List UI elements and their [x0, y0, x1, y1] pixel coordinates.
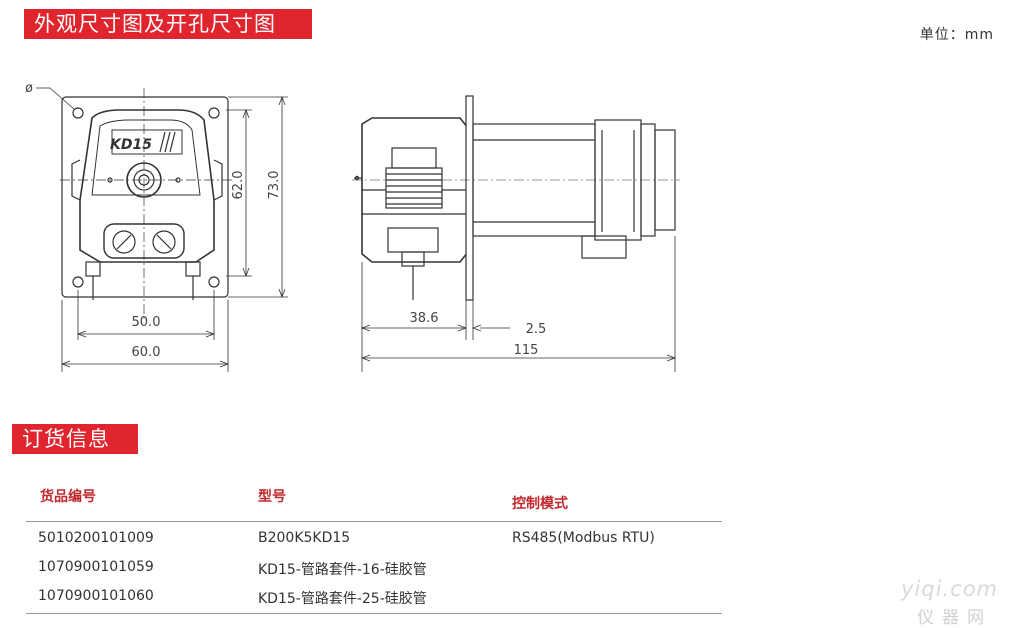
- side-view: [352, 95, 680, 301]
- dimensions-section-title: 外观尺寸图及开孔尺寸图: [24, 9, 312, 39]
- cell-item-number: 1070900101059: [38, 559, 154, 575]
- dim-hole-width: 50.0: [132, 315, 161, 330]
- dim-pump-depth: 38.6: [410, 311, 439, 326]
- dim-plate-thickness: 2.5: [526, 322, 547, 337]
- watermark-brand: 仪器网: [917, 608, 992, 628]
- dim-outer-height: 73.0: [267, 171, 282, 200]
- dim-inner-height: 62.0: [231, 171, 246, 200]
- header-control-mode: 控制模式: [512, 496, 568, 512]
- ordering-section-title: 订货信息: [12, 424, 138, 454]
- header-model: 型号: [258, 489, 286, 505]
- cell-item-number: 5010200101009: [38, 530, 154, 546]
- front-logo: KD15: [110, 137, 152, 153]
- cell-control-mode: RS485(Modbus RTU): [512, 530, 655, 546]
- dim-total-length: 115: [514, 343, 539, 358]
- table-divider-bottom: [26, 613, 722, 614]
- cell-model: KD15-管路套件-25-硅胶管: [258, 591, 427, 607]
- table-divider-top: [26, 521, 722, 522]
- diameter-symbol: ø: [25, 81, 33, 96]
- dimension-drawing: KD15 ø 62.0 73.0 50.0 60.0: [25, 81, 680, 372]
- front-view: [60, 88, 232, 320]
- unit-label: 单位：mm: [919, 27, 994, 43]
- cell-item-number: 1070900101060: [38, 588, 154, 604]
- cell-model: KD15-管路套件-16-硅胶管: [258, 562, 427, 578]
- dim-plate-width: 60.0: [132, 345, 161, 360]
- cell-model: B200K5KD15: [258, 530, 351, 546]
- watermark-domain: yiqi.com: [901, 577, 998, 601]
- header-item-number: 货品编号: [40, 489, 96, 505]
